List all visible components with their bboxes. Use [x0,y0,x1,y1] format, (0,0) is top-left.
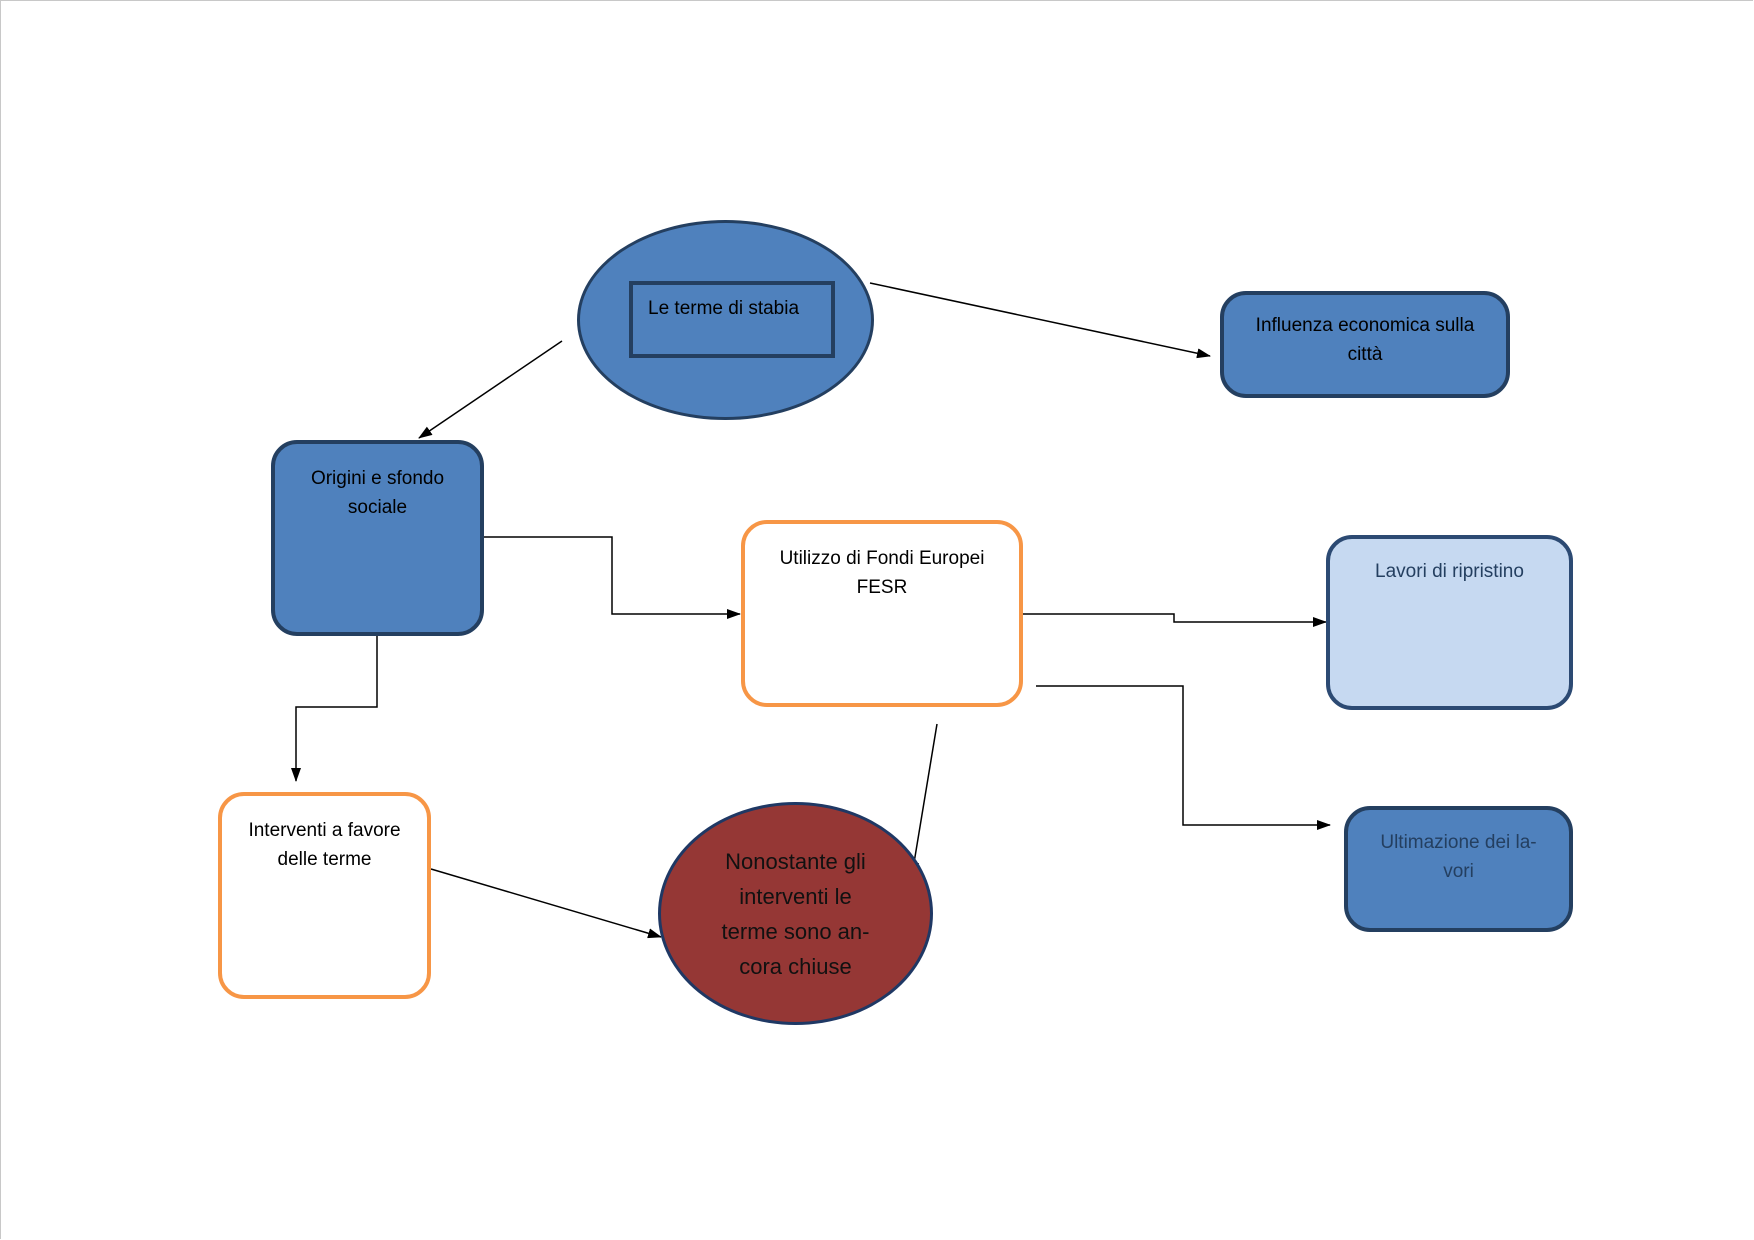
edge-interventions-closed [430,868,662,939]
edge-origins-interventions [291,635,378,782]
edge-funds-restoration [1022,613,1327,627]
node-root-inner-box [629,281,835,358]
node-completion-label: Ultimazione dei la-vori [1380,832,1537,882]
node-origins: Origini e sfondo sociale [271,440,484,636]
node-root-label: Le terme di stabia [648,298,800,319]
edge-root-origins [418,340,563,439]
node-funds: Utilizzo di Fondi Europei FESR [741,520,1023,707]
node-economic-label: Influenza economica sulla città [1255,315,1475,365]
node-interventions: Interventi a favore delle terme [218,792,431,999]
node-origins-label: Origini e sfondo sociale [310,468,445,518]
node-root: Le terme di stabia [577,220,874,420]
node-restoration-label: Lavori di ripristino [1375,561,1524,582]
node-closed-label: Nonostante gli interventi le terme sono … [721,848,870,979]
edge-root-economic [869,282,1211,359]
node-funds-label: Utilizzo di Fondi Europei FESR [779,548,985,598]
node-restoration: Lavori di ripristino [1326,535,1573,710]
edge-origins-funds [484,536,741,619]
edge-funds-closed [909,723,938,876]
node-completion: Ultimazione dei la-vori [1344,806,1573,932]
node-economic: Influenza economica sulla città [1220,291,1510,398]
edge-funds-completion [1036,685,1331,830]
node-interventions-label: Interventi a favore delle terme [248,820,401,870]
node-closed: Nonostante gli interventi le terme sono … [658,802,933,1025]
